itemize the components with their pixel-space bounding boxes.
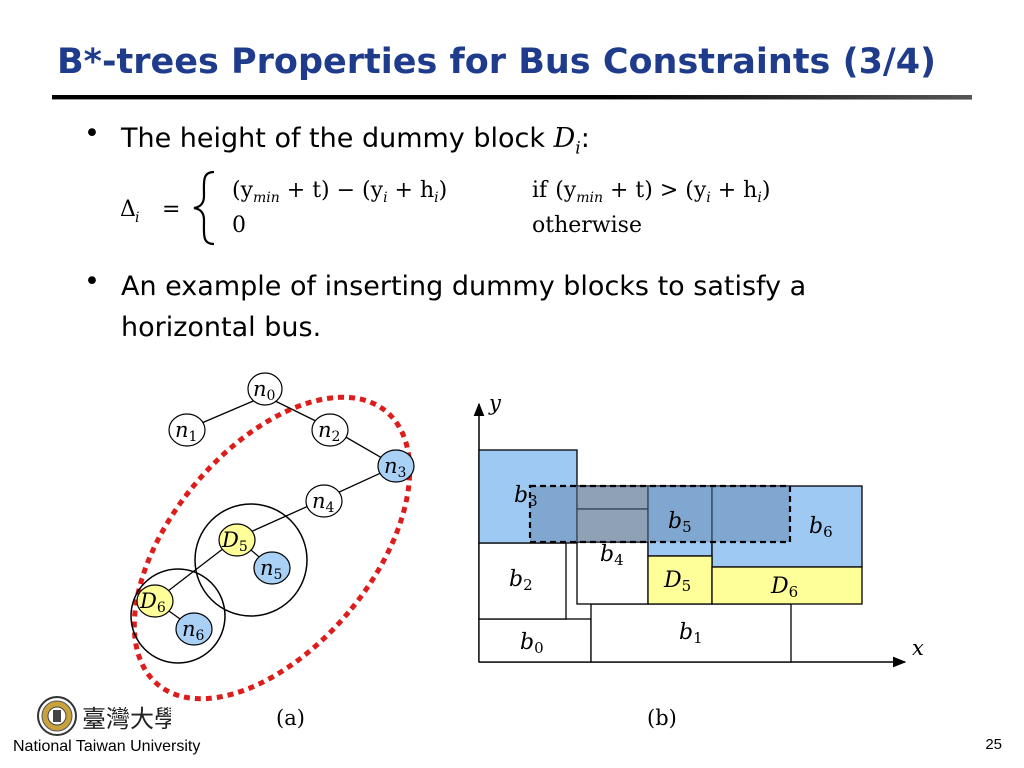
- page-number: 25: [985, 736, 1002, 753]
- block-b0: [478, 618, 592, 663]
- case1-cond: (y: [555, 178, 577, 203]
- case1-expr: (y: [232, 178, 254, 203]
- block-b1: [590, 603, 792, 663]
- svg-text:(ymin + t) − (yi + hi): (ymin + t) − (yi + hi): [232, 178, 447, 206]
- label-b1: b1: [679, 620, 703, 647]
- tree-node-n4: n4: [305, 484, 343, 518]
- label-d5: D5: [663, 568, 691, 595]
- case2-expr: 0: [232, 213, 246, 238]
- horizontal-bus: [528, 484, 792, 544]
- footer-university: National Taiwan University: [13, 738, 201, 755]
- tree-node-n1: n1: [168, 413, 206, 447]
- svg-text:D5: D5: [221, 528, 248, 555]
- subtree-circle-d5: [194, 503, 308, 617]
- svg-text:n0: n0: [253, 377, 275, 404]
- case1-cond-end: ): [762, 178, 771, 203]
- tree-node-n3: n3: [377, 449, 415, 483]
- case1-cond-sub2: i: [706, 190, 710, 206]
- svg-text:n4: n4: [312, 489, 335, 516]
- dashed-ellipse: [131, 394, 413, 702]
- case1-cond-if: if: [532, 178, 549, 203]
- eq-equals: =: [162, 197, 180, 222]
- bullet-text: An example of inserting dummy blocks to …: [121, 271, 807, 343]
- floorplan-caption: (b): [647, 706, 677, 730]
- label-b5: b5: [668, 509, 692, 536]
- bullet-marker: •: [84, 118, 100, 149]
- tree-node-n2: n2: [311, 413, 349, 447]
- svg-text:D6: D6: [139, 589, 166, 616]
- label-d6: D6: [770, 574, 798, 601]
- left-brace-icon: [193, 170, 215, 246]
- bullet-suffix: :: [580, 123, 590, 154]
- delta-equation: Δ i = (ymin + t) − (yi + hi) if(ymin + t…: [120, 170, 770, 246]
- svg-text:if(ymin + t) > (yi + hi): if(ymin + t) > (yi + hi): [532, 178, 770, 206]
- ntu-logo: 臺灣大學: [37, 696, 171, 736]
- case1-expr-mid2: + h: [388, 178, 435, 203]
- case1-cond-sub: min: [576, 190, 603, 206]
- block-b2: [478, 542, 567, 620]
- case1-cond-mid: + t) > (y: [603, 178, 707, 203]
- label-b6: b6: [809, 514, 833, 541]
- label-b0: b0: [520, 630, 544, 657]
- case2-cond: otherwise: [532, 213, 642, 238]
- case1-expr-mid: + t) − (y: [280, 178, 384, 203]
- y-axis-label: y: [488, 391, 502, 415]
- bullet-var-sub: i: [575, 138, 581, 159]
- tree-node-d5: D5: [218, 523, 256, 557]
- bullet-marker: •: [84, 266, 100, 297]
- tree-node-n5: n5: [253, 551, 291, 585]
- label-b4: b4: [600, 542, 624, 569]
- eq-lhs: Δ: [120, 197, 136, 222]
- eq-lhs-sub: i: [135, 210, 139, 226]
- slide-title: B*-trees Properties for Bus Constraints …: [57, 42, 937, 82]
- svg-text:n6: n6: [182, 617, 205, 644]
- case1-expr-end: ): [439, 178, 448, 203]
- svg-text:n3: n3: [384, 454, 406, 481]
- svg-text:n2: n2: [318, 418, 340, 445]
- tree-node-d6: D6: [136, 584, 174, 618]
- case1-expr-sub2: i: [383, 190, 387, 206]
- case1-expr-sub3: i: [434, 190, 438, 206]
- dummy-block-d6: [711, 566, 863, 605]
- tree-caption: (a): [276, 706, 305, 730]
- svg-text:n5: n5: [260, 556, 282, 583]
- case1-cond-sub3: i: [757, 190, 761, 206]
- svg-text:n1: n1: [175, 418, 197, 445]
- label-b2: b2: [509, 567, 533, 594]
- tree-node-n6: n6: [175, 612, 213, 646]
- case1-cond-mid2: + h: [711, 178, 758, 203]
- bullet-var: D: [553, 123, 576, 154]
- subtree-circle-d6: [130, 568, 226, 664]
- tree-node-n0: n0: [247, 372, 283, 406]
- label-b3: b3: [514, 483, 538, 510]
- x-axis-label: x: [912, 636, 924, 660]
- block-b4: [576, 541, 649, 605]
- ntu-logo-text: 臺灣大學: [82, 705, 171, 733]
- case1-expr-sub: min: [253, 190, 280, 206]
- title-underline: [52, 95, 972, 101]
- ntu-seal-icon: [37, 696, 77, 736]
- dummy-block-d5: [647, 555, 713, 605]
- bullet-text: The height of the dummy block: [121, 123, 554, 154]
